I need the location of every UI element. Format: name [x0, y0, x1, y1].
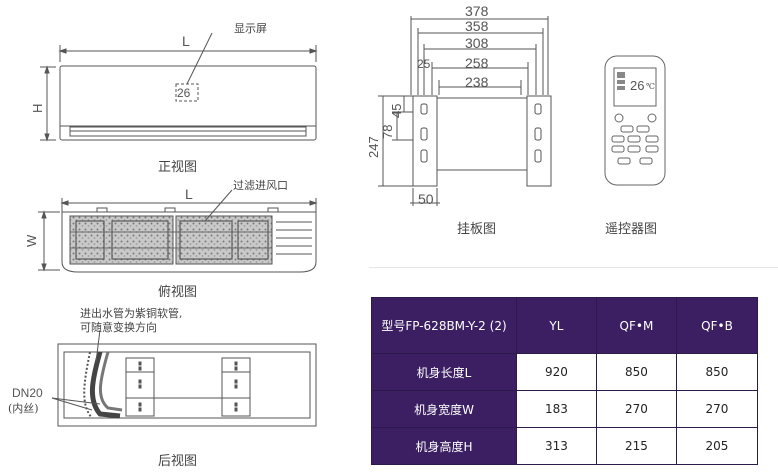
remote-display-value: 26 [630, 78, 645, 93]
dn-sub-label: (内丝) [8, 402, 39, 415]
filter-label: 过滤进风口 [233, 179, 288, 192]
spec-table: 型号FP-628BM-Y-2 (2) YL QF•M QF•B 机身长度L 92… [371, 297, 759, 465]
front-length-label: L [182, 33, 190, 49]
mounting-plate-caption: 挂板图 [457, 222, 497, 237]
header-yl: YL [516, 297, 597, 354]
table-cell: 850 [595, 353, 677, 391]
table-header-row: 型号FP-628BM-Y-2 (2) YL QF•M QF•B [371, 297, 759, 354]
dim-358: 358 [465, 18, 489, 34]
table-cell: 270 [675, 390, 759, 428]
header-qfm: QF•M [595, 297, 677, 354]
dim-25: 25 [417, 57, 431, 71]
display-value: 26 [177, 86, 191, 100]
dim-50: 50 [418, 191, 434, 207]
dim-238: 238 [465, 74, 489, 90]
top-view-drawing [38, 189, 318, 273]
remote-caption: 遥控器图 [605, 222, 658, 237]
table-cell: 215 [595, 427, 677, 465]
front-height-label: H [30, 103, 45, 113]
display-label: 显示屏 [234, 22, 267, 35]
rear-view-caption: 后视图 [158, 454, 198, 469]
dim-45: 45 [389, 103, 404, 118]
dn-label: DN20 [12, 386, 43, 400]
remote-drawing [604, 55, 666, 186]
top-view-caption: 俯视图 [158, 285, 198, 300]
remote-unit: ℃ [646, 82, 655, 91]
table-row: 机身宽度W 183 270 270 [371, 390, 759, 428]
pipe-note-line2: 可随意变换方向 [80, 321, 157, 334]
row-label: 机身高度H [371, 427, 517, 465]
dim-247: 247 [366, 136, 381, 158]
front-view-caption: 正视图 [158, 160, 198, 175]
row-label: 机身宽度W [371, 390, 517, 428]
header-qfb: QF•B [675, 297, 759, 354]
pipe-note-line1: 进出水管为紫铜软管, [80, 307, 183, 320]
table-cell: 270 [595, 390, 677, 428]
table-row: 机身长度L 920 850 850 [371, 353, 759, 391]
table-cell: 183 [516, 390, 597, 428]
top-width-label: W [24, 234, 39, 247]
table-cell: 205 [675, 427, 759, 465]
rear-view-drawing [51, 329, 317, 427]
table-row: 机身高度H 313 215 205 [371, 427, 759, 465]
mounting-plate-drawing [378, 16, 552, 206]
dim-378: 378 [465, 3, 489, 19]
front-view-drawing [40, 32, 318, 142]
dim-308: 308 [465, 35, 489, 51]
dim-258: 258 [465, 55, 489, 71]
top-length-label: L [185, 186, 193, 202]
section-divider [369, 267, 778, 268]
row-label: 机身长度L [371, 353, 517, 391]
table-cell: 313 [516, 427, 597, 465]
header-model: 型号FP-628BM-Y-2 (2) [371, 297, 517, 354]
table-cell: 850 [675, 353, 759, 391]
table-cell: 920 [516, 353, 597, 391]
dim-78: 78 [380, 124, 395, 139]
